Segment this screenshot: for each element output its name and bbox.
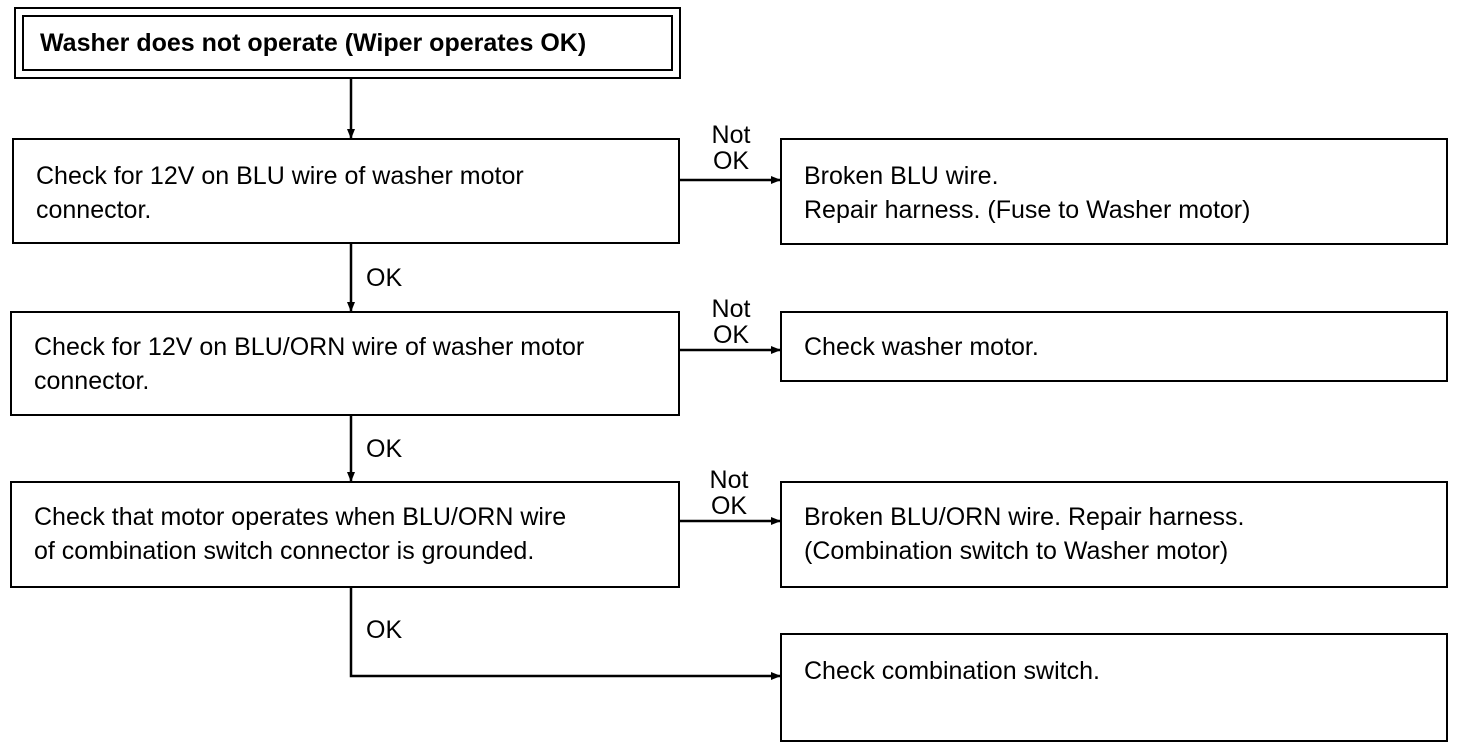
result-1-line-1: Broken BLU wire. xyxy=(804,162,999,190)
not-ok-label-3-bottom: OK xyxy=(710,492,748,520)
result-box-1: Broken BLU wire. Repair harness. (Fuse t… xyxy=(780,138,1448,245)
not-ok-label-2-top: Not xyxy=(711,295,751,323)
not-ok-label-2: Not OK xyxy=(700,296,762,348)
arrow-step3-to-result4 xyxy=(349,587,781,680)
step-1-line-1: Check for 12V on BLU wire of washer moto… xyxy=(36,162,524,190)
not-ok-label-2-bottom: OK xyxy=(712,321,750,349)
result-4-line-1: Check combination switch. xyxy=(804,657,1100,685)
not-ok-label-1: Not OK xyxy=(700,122,762,174)
result-3-line-1: Broken BLU/ORN wire. Repair harness. xyxy=(804,503,1245,531)
step-1-line-2: connector. xyxy=(36,196,152,224)
title-box: Washer does not operate (Wiper operates … xyxy=(14,7,681,79)
result-box-4: Check combination switch. xyxy=(780,633,1448,742)
not-ok-label-3-top: Not xyxy=(709,466,749,494)
not-ok-label-3: Not OK xyxy=(698,467,760,519)
result-3-line-2: (Combination switch to Washer motor) xyxy=(804,537,1229,565)
ok-label-2: OK xyxy=(366,435,403,463)
result-box-2: Check washer motor. xyxy=(780,311,1448,382)
step-box-1: Check for 12V on BLU wire of washer moto… xyxy=(12,138,680,244)
step-box-2: Check for 12V on BLU/ORN wire of washer … xyxy=(10,311,680,416)
not-ok-label-1-bottom: OK xyxy=(712,147,750,175)
result-1-line-2: Repair harness. (Fuse to Washer motor) xyxy=(804,196,1251,224)
ok-label-1: OK xyxy=(366,264,403,292)
step-2-line-1: Check for 12V on BLU/ORN wire of washer … xyxy=(34,333,585,361)
title-text: Washer does not operate (Wiper operates … xyxy=(22,15,673,71)
result-2-line-1: Check washer motor. xyxy=(804,333,1039,361)
result-box-3: Broken BLU/ORN wire. Repair harness. (Co… xyxy=(780,481,1448,588)
not-ok-label-1-top: Not xyxy=(711,121,751,149)
step-box-3: Check that motor operates when BLU/ORN w… xyxy=(10,481,680,588)
step-3-line-1: Check that motor operates when BLU/ORN w… xyxy=(34,503,567,531)
ok-label-3: OK xyxy=(366,616,403,644)
step-2-line-2: connector. xyxy=(34,367,150,395)
step-3-line-2: of combination switch connector is groun… xyxy=(34,537,535,565)
